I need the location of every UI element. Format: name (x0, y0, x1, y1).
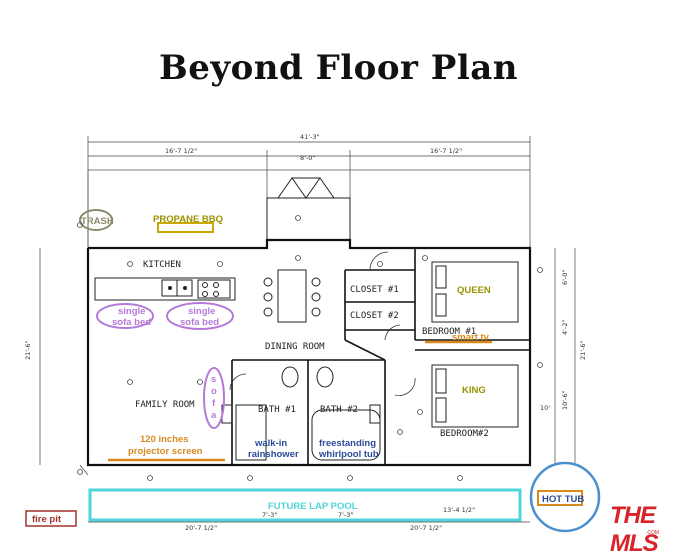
room-label-bedroom2: BEDROOM#2 (440, 429, 489, 439)
entry-bay (266, 177, 351, 241)
room-label-bedroom1: BEDROOM #1 (422, 327, 476, 337)
dim-left-height: 21'-6" (24, 340, 32, 360)
sofa-letter-a: a (211, 410, 217, 421)
smart-tv-label: smart tv (452, 332, 490, 343)
bath-fixtures (221, 366, 381, 461)
side-dimension-lines (39, 248, 576, 476)
deck-lines (87, 169, 530, 250)
sofa-marker (203, 367, 225, 429)
future-pool-label: FUTURE LAP POOL (268, 501, 358, 512)
dining-table (263, 269, 321, 323)
sofa-bed-left-marker (96, 303, 154, 329)
room-label-closet1: CLOSET #1 (350, 285, 399, 295)
dim-bottom-4: 20'-7 1/2" (410, 524, 442, 532)
room-label-bath2: BATH #2 (320, 405, 358, 415)
fire-pit-label: fire pit (32, 514, 62, 525)
trash-marker (79, 209, 113, 231)
sofa-bed-left-line1: single (118, 306, 145, 317)
beds (431, 261, 519, 428)
king-label: KING (462, 385, 486, 396)
dim-bottom-3: 7'-3" (338, 511, 353, 519)
room-label-kitchen: KITCHEN (143, 260, 181, 270)
dim-bed2: 10' (540, 404, 550, 412)
sofa-letter-o: o (211, 386, 217, 397)
projector-line2: projector screen (128, 446, 203, 457)
queen-label: QUEEN (457, 285, 491, 296)
hot-tub-box (537, 490, 583, 506)
dim-bottom-1: 20'-7 1/2" (185, 524, 217, 532)
fire-pit-marker (25, 510, 77, 527)
walkin-line2: rainshower (248, 449, 299, 460)
kitchen-counter (94, 277, 236, 301)
dim-right-height: 21'-6" (579, 340, 587, 360)
building-outline (86, 238, 532, 467)
propane-label: PROPANE BBQ (153, 214, 223, 225)
future-lap-pool (88, 488, 522, 522)
dim-right-a: 6'-0" (561, 270, 569, 285)
page-title: Beyond Floor Plan (158, 48, 519, 88)
propane-marker (157, 222, 214, 233)
dim-right-c: 10'-6" (561, 390, 569, 410)
room-label-bath1: BATH #1 (258, 405, 296, 415)
dim-top-mid: 8'-0" (300, 154, 315, 162)
mls-logo-suffix: .COM (646, 530, 660, 536)
dim-right-b: 4'-2" (561, 320, 569, 335)
sofa-bed-right-line1: single (188, 306, 215, 317)
door-swings (229, 251, 416, 396)
dim-top-left: 16'-7 1/2" (165, 147, 197, 155)
room-label-dining: DINING ROOM (265, 342, 325, 352)
room-label-family: FAMILY ROOM (135, 400, 195, 410)
trash-label: TRASH (81, 216, 114, 227)
dim-top-right: 16'-7 1/2" (430, 147, 462, 155)
freestanding-line1: freestanding (319, 438, 376, 449)
sofa-bed-left-line2: sofa bed (112, 317, 151, 328)
dim-bottom-2: 7'-3" (262, 511, 277, 519)
sofa-bed-right-line2: sofa bed (180, 317, 219, 328)
light-fixtures (77, 215, 543, 481)
sofa-letter-s: s (211, 374, 216, 385)
dim-pool: 13'-4 1/2" (443, 506, 475, 514)
hot-tub-marker (529, 461, 601, 533)
projector-line1: 120 inches (140, 434, 189, 445)
walkin-line1: walk-in (254, 438, 287, 449)
freestanding-line2: whirlpool tub (318, 449, 379, 460)
sofa-bed-right-marker (166, 302, 234, 330)
dim-overall-width: 41'-3" (300, 133, 320, 141)
room-label-closet2: CLOSET #2 (350, 311, 399, 321)
sofa-letter-f: f (212, 398, 216, 409)
hot-tub-label: HOT TUB (542, 494, 584, 505)
